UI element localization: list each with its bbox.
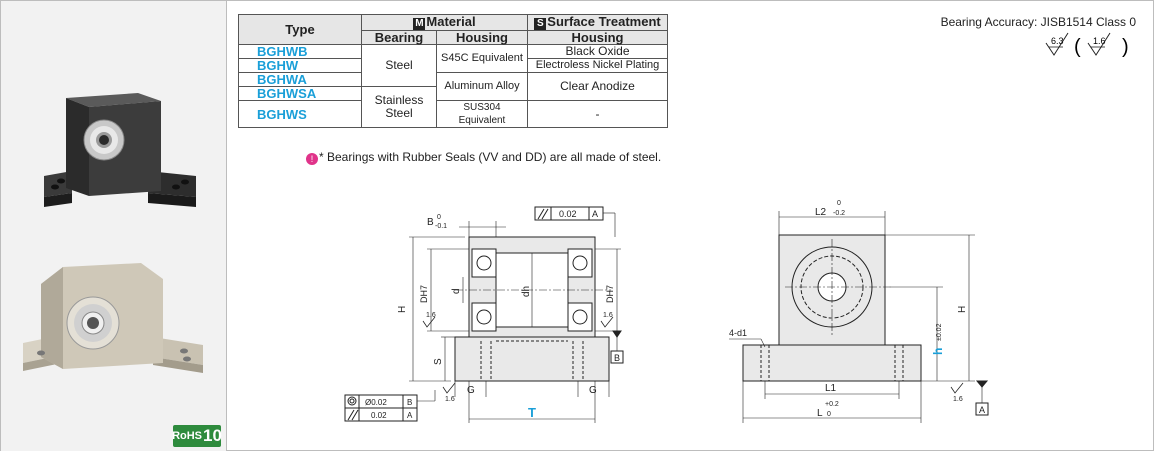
side-hole-label: 4-d1 [729,328,747,338]
side-roughness: 1.6 [953,396,963,403]
rohs-label: RoHS [172,430,203,442]
surface-none: - [527,100,668,128]
subheader-bearing: Bearing [361,30,437,45]
side-l-tol-top: +0.2 [825,401,839,408]
front-conc-datum: B [407,398,412,407]
paren-close: ) [1122,36,1129,58]
product-photos [23,93,203,373]
front-parallel-datum: A [592,209,598,219]
product-photo-black-oxide [44,93,196,207]
front-roughness-right: 1.6 [603,312,613,319]
roughness-sub-value: 1.6 [1093,36,1106,46]
housing-sus304: SUS304 Equivalent [436,100,528,128]
bearing-steel: Steel [361,44,437,87]
side-datum-a: A [979,405,985,415]
type-row-2: BGHWA [238,72,362,87]
housing-s45c: S45C Equivalent [436,44,528,73]
type-row-3: BGHWSA [238,86,362,101]
side-l2-label: L2 [815,207,827,218]
rubber-seal-note: !* Bearings with Rubber Seals (VV and DD… [306,150,661,165]
front-par-value: 0.02 [371,411,387,420]
front-par-datum: A [407,411,413,420]
front-b-label: B [427,217,434,228]
side-view-drawing: L2 0 -0.2 4-d1 H h ±0.02 L1 L +0.2 0 1.6… [729,200,989,423]
side-h-small-label: h [931,348,945,355]
side-l1-label: L1 [825,383,837,394]
surface-nickel: Electroless Nickel Plating [527,58,668,73]
front-t-label: T [528,405,536,420]
subheader-housing: Housing [436,30,528,45]
rohs-number: 10 [203,426,222,445]
type-row-4: BGHWS [238,100,362,128]
front-dh7-right: DH7 [605,285,615,303]
paren-open: ( [1074,36,1081,58]
side-l2-tol-top: 0 [837,200,841,207]
front-parallel-value: 0.02 [559,209,577,219]
header-material-label: Material [426,14,476,29]
front-conc-value: Ø0.02 [365,398,387,407]
front-view-drawing: B 0 -0.1 0.02 A H DH7 d dh DH7 1.6 1.6 B… [344,206,624,423]
note-text: * Bearings with Rubber Seals (VV and DD)… [319,150,662,164]
front-g-left: G [467,385,475,396]
side-l-label: L [817,408,823,419]
bearing-stainless: Stainless Steel [361,86,437,128]
housing-aluminum: Aluminum Alloy [436,72,528,101]
material-letter-icon: M [413,18,426,30]
front-dh-label: dh [521,286,532,297]
roughness-main-value: 6.3 [1051,36,1064,46]
product-photo-aluminum [23,263,203,373]
header-surface-label: Surface Treatment [547,14,661,29]
surface-letter-icon: S [534,18,547,30]
caution-icon: ! [306,153,318,165]
side-l2-tol-bottom: -0.2 [833,210,845,217]
front-roughness-left: 1.6 [426,312,436,319]
front-dh7-left: DH7 [419,285,429,303]
front-roughness-bottom: 1.6 [445,396,455,403]
front-s-label: S [433,358,444,365]
type-row-1: BGHW [238,58,362,73]
type-row-0: BGHWB [238,44,362,59]
front-g-right: G [589,385,597,396]
front-datum-b: B [614,353,620,363]
header-type: Type [238,14,362,45]
accuracy-label: Bearing Accuracy: JISB1514 Class 0 [940,15,1136,29]
side-l-tol-bottom: 0 [827,411,831,418]
side-h-label: H [957,306,968,313]
surface-anodize: Clear Anodize [527,72,668,101]
front-h-label: H [397,306,408,313]
front-b-tol-bottom: -0.1 [435,223,447,230]
front-d-label: d [451,288,462,294]
surface-black-oxide: Black Oxide [527,44,668,59]
side-h-tol: ±0.02 [936,323,943,341]
roughness-symbol: 6.3 ( 1.6 ) [1045,32,1129,58]
front-b-tol-top: 0 [437,214,441,221]
subheader-housing-surface: Housing [527,30,668,45]
bearing-accuracy: Bearing Accuracy: JISB1514 Class 0 6.3 (… [941,15,1136,62]
